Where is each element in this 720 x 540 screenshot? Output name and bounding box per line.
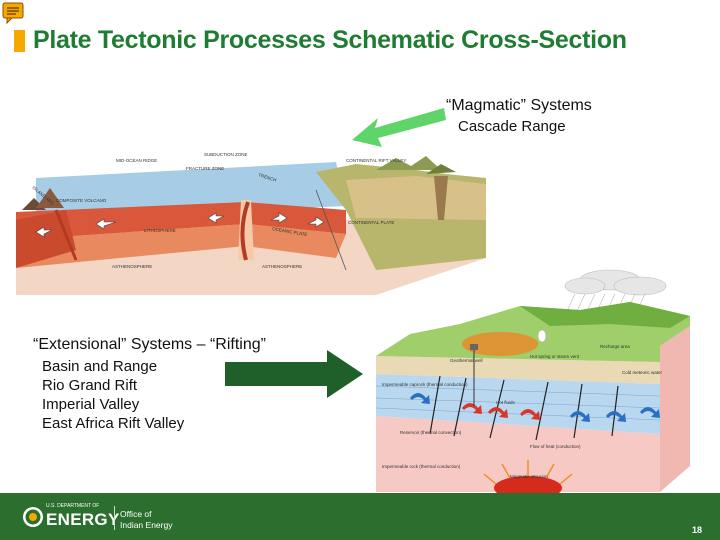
label-magmatic-intrusion: Magmatic intrusion: [510, 474, 548, 479]
doe-seal-icon: [23, 507, 43, 527]
doe-department-label: U.S. DEPARTMENT OF: [46, 503, 100, 509]
extensional-item: East Africa Rift Valley: [42, 415, 185, 432]
comment-icon[interactable]: [2, 2, 24, 24]
magmatic-systems-title: “Magmatic” Systems: [446, 97, 592, 114]
label-asthenosphere-left: ASTHENOSPHERE: [112, 264, 152, 269]
label-subduction-zone: SUBDUCTION ZONE: [204, 152, 248, 157]
label-continental-plate: CONTINENTAL PLATE: [348, 220, 394, 225]
label-continental-rift-valley: CONTINENTAL RIFT VALLEY: [346, 158, 406, 163]
label-fracture-zone: FRACTURE ZONE: [186, 166, 224, 171]
label-lithosphere: LITHOSPHERE: [144, 228, 176, 233]
office-name-line2: Indian Energy: [120, 520, 173, 530]
footer-divider: [114, 506, 115, 530]
extensional-item: Rio Grand Rift: [42, 377, 138, 394]
label-hot-spring: Hot spring or steam vent: [530, 354, 580, 359]
extensional-item: Imperial Valley: [42, 396, 140, 413]
doe-energy-logo-text: ENERGY: [46, 510, 120, 529]
label-trench: TRENCH: [258, 172, 277, 183]
extensional-item: Basin and Range: [42, 358, 158, 375]
label-asthenosphere-right: ASTHENOSPHERE: [262, 264, 302, 269]
label-flow-of-heat: Flow of heat (conduction): [530, 444, 581, 449]
label-composite-volcano: COMPOSITE VOLCANO: [56, 198, 107, 203]
label-hot-fluids: Hot fluids: [496, 400, 516, 405]
tectonic-cross-section-diagram: MID-OCEAN RIDGE SUBDUCTION ZONE FRACTURE…: [16, 152, 486, 295]
page-number: 18: [692, 525, 703, 535]
label-geothermal-well: Geothermal well: [450, 358, 483, 363]
magmatic-systems-subtitle: Cascade Range: [458, 118, 566, 135]
label-reservoir: Reservoir (thermal convection): [400, 430, 462, 435]
label-cold-meteoric-water: Cold meteoric water: [622, 370, 663, 375]
magmatic-arrow: [352, 108, 446, 147]
label-impermeable-caprock: Impermeable caprock (thermal conduction): [382, 382, 468, 387]
label-recharge-area: Recharge area: [600, 344, 630, 349]
label-impermeable-rock: Impermeable rock (thermal conduction): [382, 464, 461, 469]
title-accent-bar: [14, 30, 25, 52]
extensional-arrow: [225, 350, 363, 398]
footer-bar: [0, 493, 720, 540]
slide-title: Plate Tectonic Processes Schematic Cross…: [33, 26, 627, 54]
label-oceanic-plate: OCEANIC PLATE: [272, 226, 308, 237]
label-mid-ocean-ridge: MID-OCEAN RIDGE: [116, 158, 157, 163]
geothermal-system-diagram: Recharge area Geothermal well Hot spring…: [375, 269, 690, 494]
extensional-systems-title: “Extensional” Systems – “Rifting”: [33, 336, 266, 353]
office-name-line1: Office of: [120, 509, 152, 519]
